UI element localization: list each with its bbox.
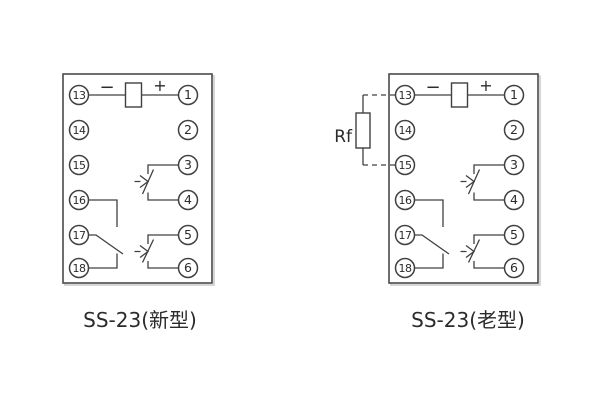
case-outline (62, 73, 213, 284)
external-resistor: Rf (334, 94, 396, 166)
terminal-label: 1 (510, 87, 518, 102)
terminal-label: 13 (399, 89, 412, 102)
terminal-circle (68, 84, 90, 106)
terminal-circle (503, 84, 525, 106)
diagram-ss23-new: − + 13 14 15 16 17 (62, 73, 215, 332)
terminal-label: 4 (184, 192, 192, 207)
terminal-circle (503, 224, 525, 246)
changeover-16-17-18 (414, 199, 450, 269)
terminal-label: 13 (73, 89, 86, 102)
terminal-label: 16 (73, 194, 86, 207)
diagram-caption: SS-23(老型) (411, 308, 525, 332)
resistor-label: Rf (334, 127, 353, 147)
contact-5-6 (134, 234, 179, 269)
terminal-label: 5 (510, 227, 518, 242)
terminal-circle (68, 154, 90, 176)
terminal-label: 17 (73, 229, 86, 242)
terminal-label: 2 (184, 122, 192, 137)
minus-sign: − (99, 77, 114, 98)
terminal-label: 6 (184, 260, 192, 275)
coil-symbol (124, 82, 143, 108)
delay-symbol-icon (134, 244, 150, 259)
case-outline (388, 73, 539, 284)
contact-wiring (414, 199, 450, 269)
contact-5-6 (460, 234, 505, 269)
terminal-label: 2 (510, 122, 518, 137)
terminal-circle (503, 154, 525, 176)
terminal-label: 6 (510, 260, 518, 275)
terminal-label: 17 (399, 229, 412, 242)
terminals-left: 13 14 15 16 17 18 (394, 84, 416, 279)
diagram-ss23-old: Rf − + 13 14 15 (334, 73, 541, 332)
terminal-circle (68, 119, 90, 141)
terminal-circle (394, 189, 416, 211)
terminal-label: 14 (399, 124, 412, 137)
terminal-label: 1 (184, 87, 192, 102)
coil-symbol (450, 82, 469, 108)
minus-sign: − (425, 77, 440, 98)
terminal-circle (68, 224, 90, 246)
power-row: − + (88, 76, 179, 108)
delay-symbol-icon (460, 174, 476, 189)
terminal-circle (68, 189, 90, 211)
resistor-symbol (355, 112, 371, 149)
terminal-label: 5 (184, 227, 192, 242)
power-row: − + (414, 76, 505, 108)
delay-symbol-icon (134, 174, 150, 189)
terminals-left: 13 14 15 16 17 18 (68, 84, 90, 279)
terminal-circle (394, 224, 416, 246)
terminal-circle (394, 119, 416, 141)
terminal-circle (177, 224, 199, 246)
terminals-right: 1 2 3 4 5 6 (503, 84, 525, 279)
terminal-label: 15 (73, 159, 86, 172)
terminal-circle (177, 257, 199, 279)
terminal-circle (177, 189, 199, 211)
terminal-circle (503, 257, 525, 279)
terminal-circle (177, 84, 199, 106)
terminal-label: 3 (510, 157, 518, 172)
terminal-circle (503, 119, 525, 141)
terminals-right: 1 2 3 4 5 6 (177, 84, 199, 279)
terminal-label: 18 (399, 262, 412, 275)
plus-sign: + (153, 76, 166, 95)
terminal-circle (394, 257, 416, 279)
contact-3-4 (134, 164, 179, 201)
contact-3-4 (460, 164, 505, 201)
terminal-circle (503, 189, 525, 211)
terminal-label: 4 (510, 192, 518, 207)
terminal-circle (177, 119, 199, 141)
terminal-circle (394, 154, 416, 176)
terminal-label: 14 (73, 124, 86, 137)
diagram-caption: SS-23(新型) (83, 308, 197, 332)
terminal-label: 3 (184, 157, 192, 172)
delay-symbol-icon (460, 244, 476, 259)
contact-wiring (88, 199, 124, 269)
terminal-circle (68, 257, 90, 279)
changeover-16-17-18 (88, 199, 124, 269)
terminal-circle (177, 154, 199, 176)
plus-sign: + (479, 76, 492, 95)
terminal-label: 18 (73, 262, 86, 275)
terminal-label: 15 (399, 159, 412, 172)
terminal-circle (394, 84, 416, 106)
terminal-label: 16 (399, 194, 412, 207)
